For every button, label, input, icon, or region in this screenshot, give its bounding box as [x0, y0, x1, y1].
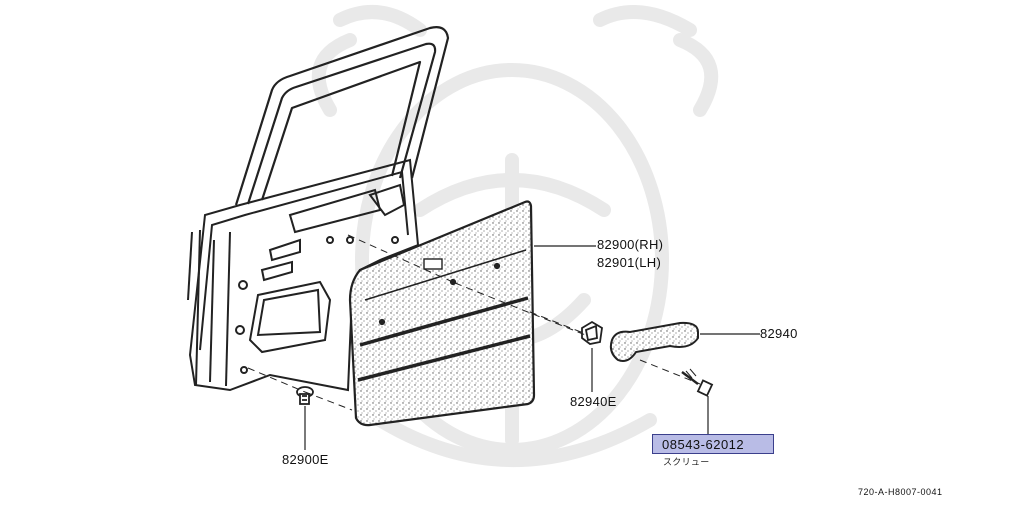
label-trim-clip: 82900E: [282, 452, 329, 467]
watermark-emblem: [311, 5, 719, 467]
assist-grip: [609, 321, 699, 362]
label-door-trim-lh: 82901(LH): [597, 255, 662, 270]
label-assist-grip: 82940: [760, 326, 798, 341]
label-grip-nut: 82940E: [570, 394, 617, 409]
label-screw-japanese: スクリュー: [663, 457, 710, 467]
grip-nut: [581, 320, 603, 345]
door-trim-board: [348, 200, 536, 427]
screw-part-number-highlight[interactable]: 08543-62012: [652, 434, 774, 454]
door-window-frame: [234, 26, 450, 206]
trim-clip: [296, 386, 314, 405]
screw: [681, 368, 714, 397]
label-door-trim-rh: 82900(RH): [597, 237, 664, 252]
leader-lines: [304, 245, 760, 450]
label-screw-part-number: 08543-62012: [662, 437, 745, 452]
diagram-code: 720-A-H8007-0041: [858, 487, 943, 497]
assembly-guide-lines: [247, 234, 701, 411]
